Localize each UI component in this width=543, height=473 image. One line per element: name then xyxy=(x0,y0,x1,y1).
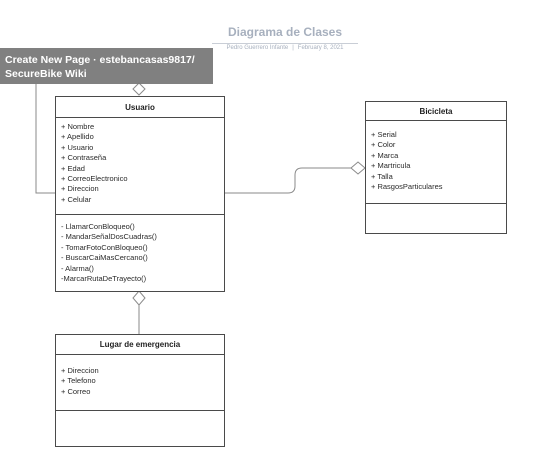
method: - BuscarCaiMasCercano() xyxy=(61,253,148,263)
method: -MarcarRutaDeTrayecto() xyxy=(61,274,147,284)
attribute: + Celular xyxy=(61,194,92,204)
diagram-date: February 8, 2021 xyxy=(297,45,344,51)
class-usuario-attributes: + Nombre + Apellido + Usuario + Contrase… xyxy=(56,118,224,215)
author-name: Pedro Guerrero Infante xyxy=(226,45,289,51)
bicicleta-aggregation-diamond xyxy=(350,161,366,175)
usuario-self-connector xyxy=(35,84,55,194)
attribute: + Nombre xyxy=(61,122,95,131)
class-usuario-methods: - LlamarConBloqueo() - MandarSeñalDosCua… xyxy=(56,215,224,291)
method: - LlamarConBloqueo() xyxy=(61,222,135,231)
create-page-tooltip[interactable]: Create New Page · estebancasas9817/ Secu… xyxy=(0,48,213,84)
diagram-subtitle: Pedro Guerrero Infante|February 8, 2021 xyxy=(180,45,390,51)
title-divider xyxy=(212,43,358,44)
attribute: + Edad xyxy=(61,163,85,173)
diagram-title: Diagrama de Clases xyxy=(227,25,343,39)
attribute: + Direccion xyxy=(61,366,99,375)
tooltip-line-2: SecureBike Wiki xyxy=(5,68,87,80)
attribute: + Direccion xyxy=(61,184,99,194)
class-usuario[interactable]: Usuario + Nombre + Apellido + Usuario + … xyxy=(55,96,225,292)
attribute: + Marca xyxy=(371,150,399,160)
class-lugar-emergencia-name: Lugar de emergencia xyxy=(56,335,224,355)
method: - MandarSeñalDosCuadras() xyxy=(61,232,157,242)
attribute: + Martricula xyxy=(371,161,411,171)
tooltip-line-1: Create New Page · estebancasas9817/ xyxy=(5,54,195,66)
attribute: + Usuario xyxy=(61,142,94,152)
attribute: + Apellido xyxy=(61,132,94,142)
attribute: + Color xyxy=(371,140,396,150)
class-bicicleta-attributes: + Serial + Color + Marca + Martricula + … xyxy=(366,121,506,204)
class-bicicleta[interactable]: Bicicleta + Serial + Color + Marca + Mar… xyxy=(365,101,507,234)
usuario-bicicleta-connector xyxy=(224,167,351,194)
attribute: + RasgosParticulares xyxy=(371,182,443,192)
attribute: + Serial xyxy=(371,130,397,139)
usuario-top-diamond xyxy=(132,82,146,96)
class-bicicleta-methods xyxy=(366,204,506,233)
class-lugar-emergencia-attributes: + Direccion + Telefono + Correo xyxy=(56,355,224,411)
usuario-bottom-diamond xyxy=(132,290,146,306)
attribute: + CorreoElectronico xyxy=(61,174,128,184)
method: - Alarma() xyxy=(61,263,94,273)
class-usuario-name: Usuario xyxy=(56,97,224,118)
attribute: + Telefono xyxy=(61,376,96,386)
attribute: + Talla xyxy=(371,171,393,181)
class-bicicleta-name: Bicicleta xyxy=(366,102,506,121)
class-lugar-emergencia[interactable]: Lugar de emergencia + Direccion + Telefo… xyxy=(55,334,225,447)
method: - TomarFotoConBloqueo() xyxy=(61,242,148,252)
attribute: + Correo xyxy=(61,386,91,396)
attribute: + Contraseña xyxy=(61,153,107,163)
class-lugar-emergencia-methods xyxy=(56,411,224,446)
subtitle-separator: | xyxy=(292,45,294,51)
